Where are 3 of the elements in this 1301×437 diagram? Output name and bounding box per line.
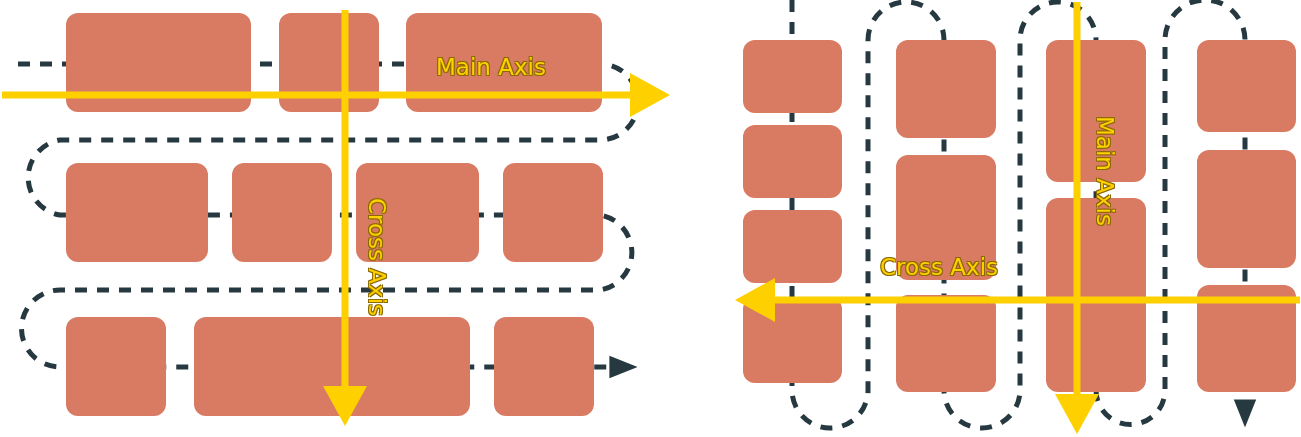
axis-label: Main Axis <box>436 55 546 81</box>
axis-label: Main Axis <box>1092 116 1118 226</box>
axis-label: Cross Axis <box>364 198 390 317</box>
